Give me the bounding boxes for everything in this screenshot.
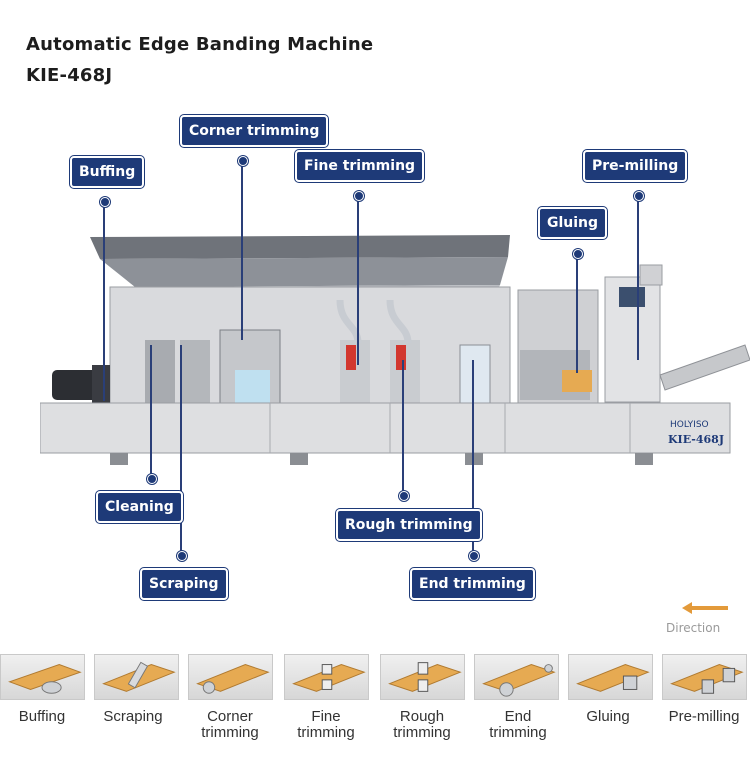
process-thumbnail-rough-trimming (380, 654, 465, 700)
scraping-leader-line (180, 345, 182, 555)
callout-rough-trimming: Rough trimming (336, 509, 482, 541)
process-thumbnail-gluing (568, 654, 653, 700)
scraping-marker (177, 551, 187, 561)
model-plate: KIE-468J (668, 433, 724, 446)
fine-trimming-leader-line (357, 195, 359, 365)
gluing-leader-line (576, 253, 578, 373)
process-step-label-scraping: Scraping (103, 708, 163, 725)
rough-trimming-marker (399, 491, 409, 501)
buffing-marker (100, 197, 110, 207)
process-step-label-pre-milling: Pre-milling (668, 708, 740, 725)
cleaning-marker (147, 474, 157, 484)
direction-label: Direction (666, 621, 721, 635)
process-thumbnail-fine-trimming (284, 654, 369, 700)
corner-trimming-leader-line (241, 160, 243, 340)
buffing-leader-line (103, 201, 105, 401)
model-title: KIE-468J (26, 65, 113, 86)
pre-milling-leader-line (637, 195, 639, 360)
callout-scraping: Scraping (140, 568, 228, 600)
callout-end-trimming: End trimming (410, 568, 535, 600)
process-thumbnail-corner-trimming (188, 654, 273, 700)
process-thumbnail-pre-milling (662, 654, 747, 700)
process-thumbnail-end-trimming (474, 654, 559, 700)
direction-arrow-icon (682, 602, 728, 614)
callout-corner-trimming: Corner trimming (180, 115, 329, 147)
callout-pre-milling: Pre-milling (583, 150, 688, 182)
end-trimming-leader-line (472, 360, 474, 555)
corner-trimming-marker (238, 156, 248, 166)
brand-label: HOLYISO (670, 420, 709, 430)
callout-gluing: Gluing (538, 207, 608, 239)
callout-buffing: Buffing (70, 156, 145, 188)
pre-milling-marker (634, 191, 644, 201)
cleaning-leader-line (150, 345, 152, 478)
callout-cleaning: Cleaning (96, 491, 183, 523)
gluing-marker (573, 249, 583, 259)
page-title: Automatic Edge Banding Machine (26, 34, 374, 55)
end-trimming-marker (469, 551, 479, 561)
edge-banding-machine-illustration: HOLYISO KIE-468J (40, 235, 750, 465)
process-thumbnail-buffing (0, 654, 85, 700)
callout-fine-trimming: Fine trimming (295, 150, 425, 182)
process-step-label-gluing: Gluing (586, 708, 630, 725)
rough-trimming-leader-line (402, 360, 404, 495)
process-thumbnail-scraping (94, 654, 179, 700)
fine-trimming-marker (354, 191, 364, 201)
process-step-label-buffing: Buffing (18, 708, 66, 725)
